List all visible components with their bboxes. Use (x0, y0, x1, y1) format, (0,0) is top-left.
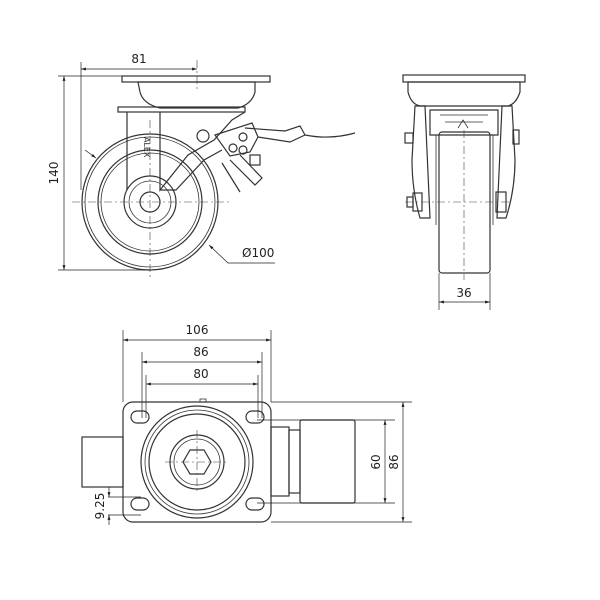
mounting-holes (130, 410, 265, 511)
dim-diameter-100: Ø100 (242, 246, 274, 260)
dim-140: 140 (47, 162, 61, 185)
dim-106: 106 (186, 323, 209, 337)
dim-81: 81 (131, 52, 146, 66)
front-view: 36 (402, 74, 526, 310)
dim-36: 36 (456, 286, 471, 300)
brake-lever (244, 125, 356, 143)
dim-80: 80 (193, 367, 208, 381)
brand-logo: ALEX (142, 137, 151, 158)
dim-60: 60 (369, 454, 383, 469)
top-view: 106 86 80 60 86 9.25 (81, 323, 412, 525)
side-view: ALEX 81 140 Ø100 (47, 52, 356, 280)
dim-86-horizontal: 86 (193, 345, 208, 359)
dim-86-vertical: 86 (387, 454, 401, 469)
dim-9-25: 9.25 (93, 493, 107, 520)
